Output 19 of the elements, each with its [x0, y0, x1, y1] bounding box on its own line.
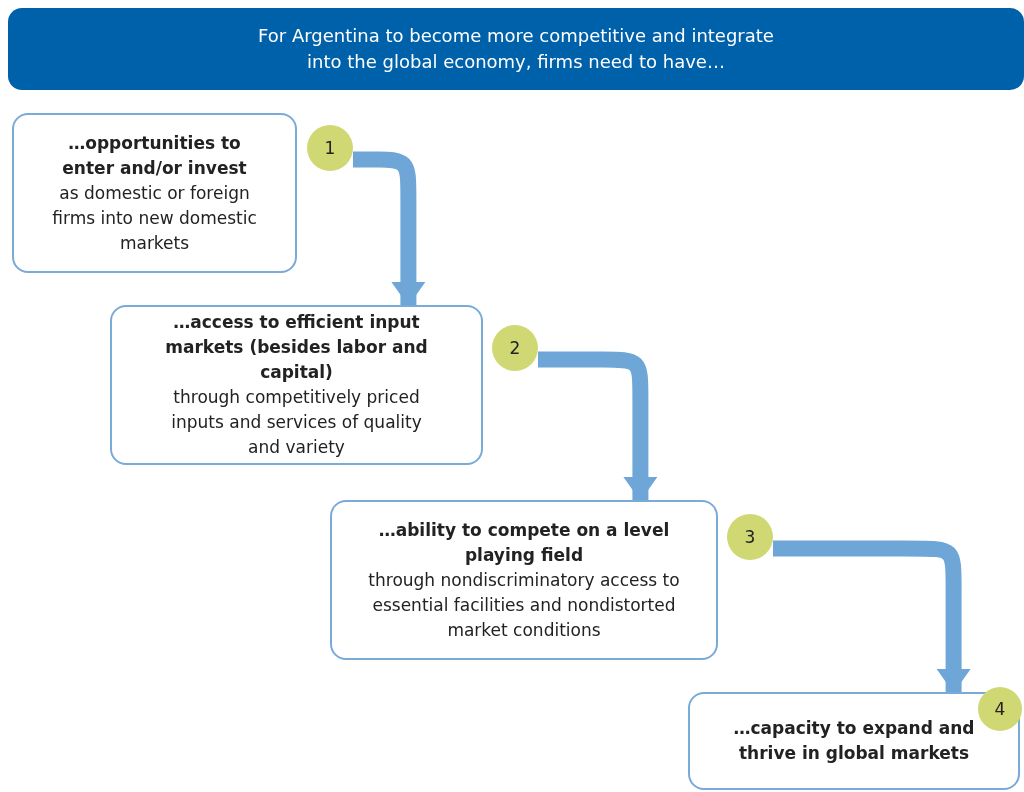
step-description: through competitively priced inputs and services of quality and variety [170, 386, 423, 459]
step-heading: …access to efficient input markets (besides labor and capital) [164, 311, 429, 384]
step-number-circle [492, 325, 538, 371]
step-box [330, 500, 718, 660]
step-box [12, 113, 297, 273]
title-text: For Argentina to become more competitive and integrate into the global economy, firms need to have… [257, 24, 775, 74]
step-number: 2 [509, 338, 521, 358]
step-number-circle [978, 687, 1022, 731]
step-number: 4 [994, 699, 1006, 719]
step-description: through nondiscriminatory access to essential facilities and nondistorted market conditions [367, 568, 681, 642]
step-number-circle [307, 125, 353, 171]
step-number: 1 [324, 138, 336, 158]
step-box [110, 305, 483, 465]
step-number: 3 [744, 527, 756, 547]
title-banner [8, 8, 1024, 90]
step-number-circle [727, 514, 773, 560]
step-description: as domestic or foreign firms into new domestic markets [51, 181, 258, 255]
step-box [688, 692, 1020, 790]
step-heading: …capacity to expand and thrive in global markets [732, 717, 976, 765]
